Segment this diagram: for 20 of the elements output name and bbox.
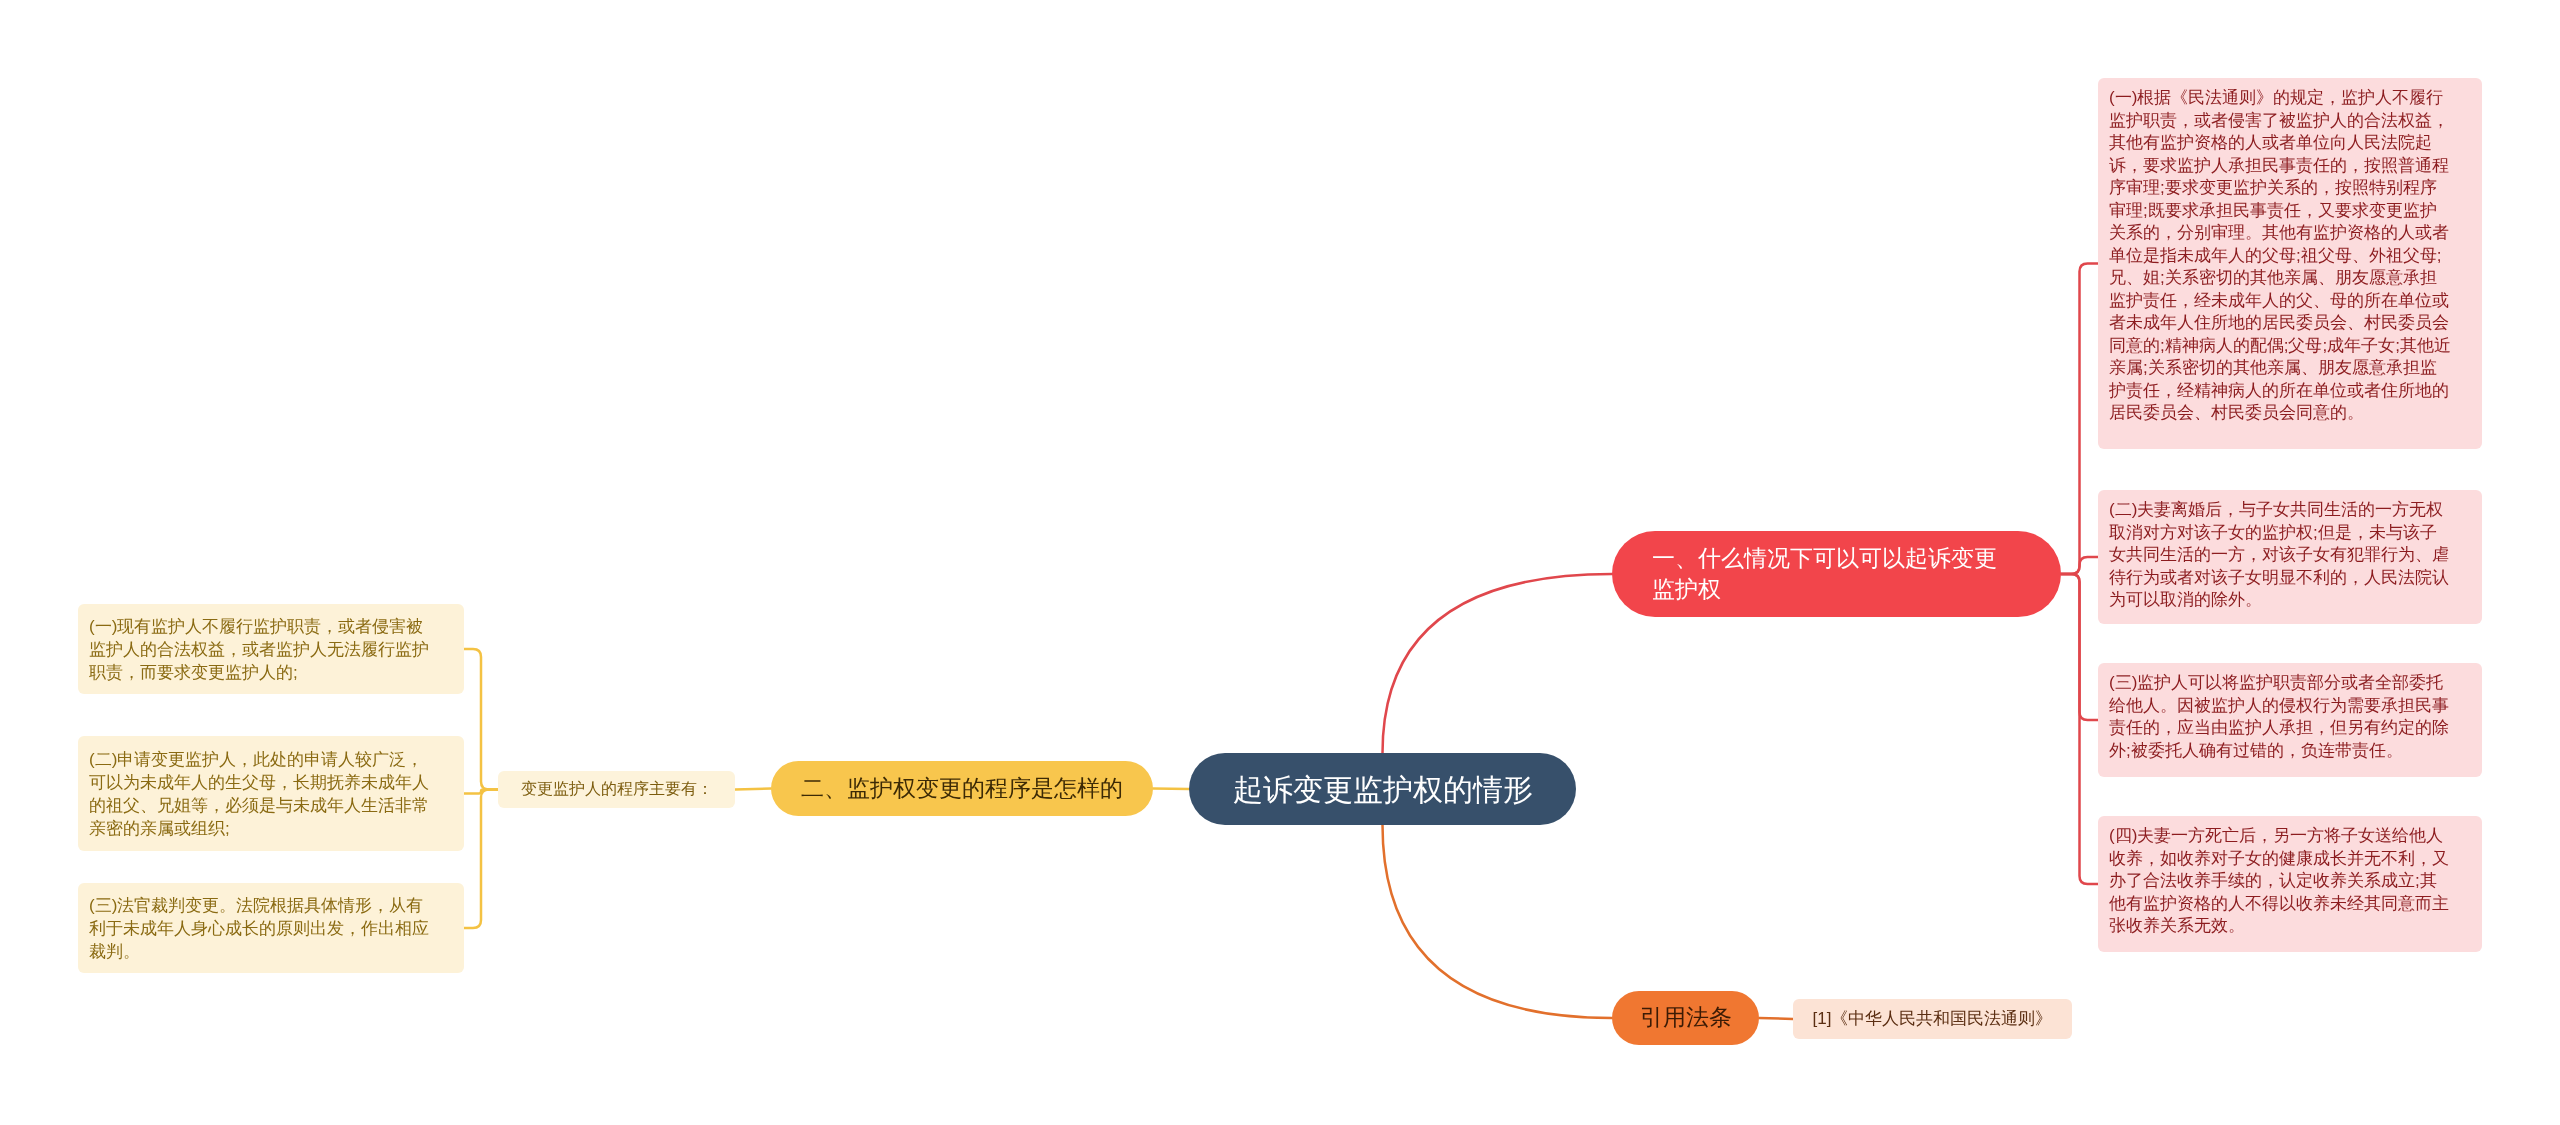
branch-topic: 引用法条 [1612,991,1759,1045]
note-card: (二)申请变更监护人，此处的申请人较广泛，可以为未成年人的生父母，长期抚养未成年人的祖父、兄姐等，必须是与未成年人生活非常亲密的亲属或组织; [78,736,464,851]
note-card: (一)现有监护人不履行监护职责，或者侵害被监护人的合法权益，或者监护人无法履行监护职责，而要求变更监护人的; [78,604,464,694]
connector-line [1381,572,1614,755]
connector-line [462,788,500,930]
note-card: (三)法官裁判变更。法院根据具体情形，从有利于未成年人身心成长的原则出发，作出相应裁判。 [78,883,464,973]
note-card: (三)监护人可以将监护职责部分或者全部委托给他人。因被监护人的侵权行为需要承担民事责任的，应当由监护人承担，但另有约定的除外;被委托人确有过错的，负连带责任。 [2098,663,2482,777]
branch-topic: 一、什么情况下可以可以起诉变更监护权 [1612,531,2061,617]
note-card: (一)根据《民法通则》的规定，监护人不履行监护职责，或者侵害了被监护人的合法权益，其他有监护资格的人或者单位向人民法院起诉，要求监护人承担民事责任的，按照普通程序审理;要求变更监护关系的，按照特别程序审理;既要求承担民事责任，又要求变更监护关系的，分别审理。其他有监护资格的人或者单位是指未成年人的父母;祖父母、外祖父母;兄、姐;关系密切的其他亲属、朋友愿意承担监护责任，经未成年人的父、母的所在单位或者未成年人住所地的居民委员会、村民委员会同意的;精神病人的配偶;父母;成年子女;其他近亲属;关系密切的其他亲属、朋友愿意承担监护责任，经精神病人的所在单位或者住所地的居民委员会、村民委员会同意的。 [2098,78,2482,449]
connector-line [733,787,773,791]
reference-card: [1]《中华人民共和国民法通则》 [1793,999,2072,1039]
branch-topic: 二、监护权变更的程序是怎样的 [771,761,1153,816]
connector-line [1381,823,1614,1020]
central-topic: 起诉变更监护权的情形 [1189,753,1576,825]
note-card: (二)夫妻离婚后，与子女共同生活的一方无权取消对方对该子女的监护权;但是，未与该子女共同生活的一方，对该子女有犯罪行为、虐待行为或者对该子女明显不利的，人民法院认为可以取消的除外。 [2098,490,2482,624]
subtopic-card: 变更监护人的程序主要有： [498,771,735,808]
note-card: (四)夫妻一方死亡后，另一方将子女送给他人收养，如收养对子女的健康成长并无不利，又办了合法收养手续的，认定收养关系成立;其他有监护资格的人不得以收养未经其同意而主张收养关系无效。 [2098,816,2482,952]
connector-line [2059,572,2100,886]
connector-line [1757,1016,1795,1021]
connector-line [1151,787,1191,791]
